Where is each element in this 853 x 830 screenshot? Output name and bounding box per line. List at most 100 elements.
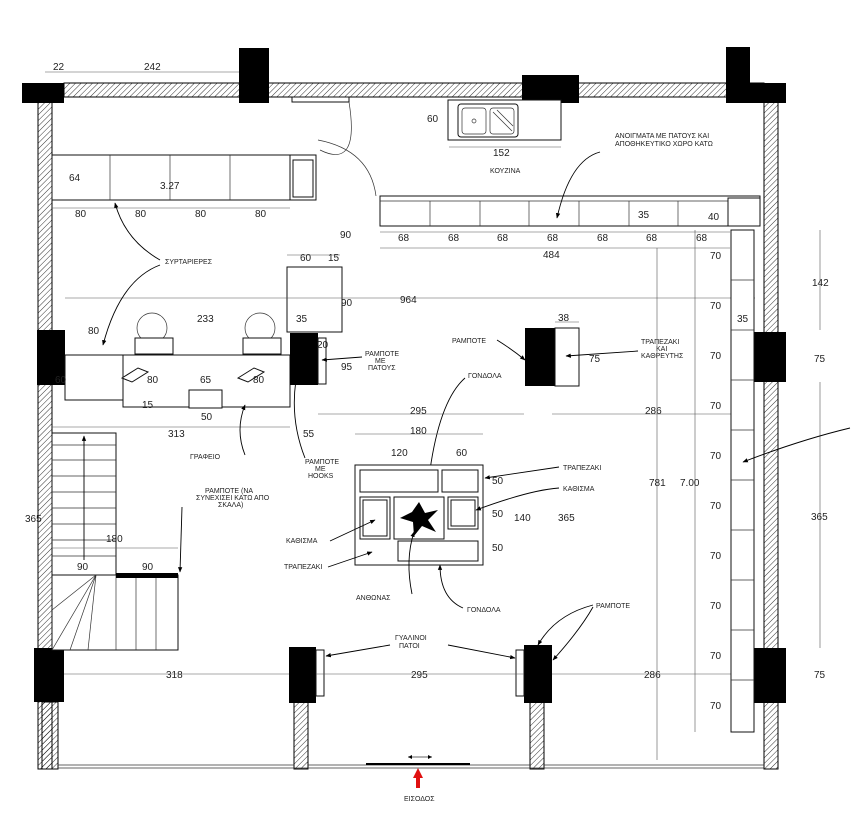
cabinet-center: 60 15 90 [286, 253, 353, 333]
dim-68-4: 68 [547, 233, 559, 244]
dim-781: 781 [649, 478, 666, 489]
dim-40-k: 40 [708, 212, 720, 223]
dim-964: 964 [400, 295, 417, 306]
right-shelving: 70 70 70 70 70 70 70 70 70 70 35 781 7.0… [649, 229, 851, 760]
dim-80-desk: 80 [88, 326, 100, 337]
dim-75-ramp: 75 [589, 354, 601, 365]
dim-65: 65 [200, 375, 212, 386]
dim-60-c: 60 [300, 253, 312, 264]
dim-75-r2: 75 [814, 670, 826, 681]
gondola: 180 120 60 50 50 50 140 365 ΤΡΑΠΕΖΑΚΙ ΚΑ… [284, 426, 601, 614]
entrance: ΕΙΣΟΔΟΣ [366, 755, 470, 803]
dim-90-door: 90 [340, 230, 352, 241]
dim-327: 3.27 [160, 181, 180, 192]
label-rampote-bottom: ΡΑΜΠΟΤΕ [596, 603, 630, 610]
dim-70-9: 70 [710, 651, 722, 662]
label-trapezaki-kath-1: ΤΡΑΠΕΖΑΚΙ [641, 339, 679, 346]
dim-55: 55 [303, 429, 315, 440]
dim-90-c: 90 [341, 298, 353, 309]
dim-95: 95 [341, 362, 353, 373]
dim-68-1: 68 [398, 233, 410, 244]
label-gondola-top: ΓΟΝΔΟΛΑ [468, 373, 502, 380]
label-kouzina: ΚΟΥΖΙΝΑ [490, 168, 521, 175]
dim-50-a: 50 [492, 476, 504, 487]
dim-35-desk: 35 [296, 314, 308, 325]
dim-80-2: 80 [135, 209, 147, 220]
dim-142: 142 [812, 278, 829, 289]
dim-365-c: 365 [558, 513, 575, 524]
label-trapezaki-kath-2: ΚΑΙ [656, 346, 667, 353]
label-rampote-stair-3: ΣΚΑΛΑ) [218, 502, 243, 509]
dim-70-6: 70 [710, 501, 722, 512]
dim-35-r: 35 [737, 314, 749, 325]
label-glass-2: ΠΑΤΟΙ [399, 643, 420, 650]
dim-180-g: 180 [410, 426, 427, 437]
label-trapezaki-r: ΤΡΑΠΕΖΑΚΙ [563, 465, 601, 472]
dim-50-b: 50 [492, 509, 504, 520]
dim-64: 64 [69, 173, 81, 184]
dim-68-7: 68 [696, 233, 708, 244]
bottom-fixtures: ΓΥΑΛΙΝΟΙ ΠΑΤΟΙ ΡΑΜΠΟΤΕ 318 295 286 [64, 603, 754, 697]
dim-68-5: 68 [597, 233, 609, 244]
dim-313: 313 [168, 429, 185, 440]
dim-15-c: 15 [328, 253, 340, 264]
dim-75-r1: 75 [814, 354, 826, 365]
dim-70-7: 70 [710, 551, 722, 562]
dim-80-4: 80 [255, 209, 267, 220]
drawers-left: 64 3.27 80 80 80 80 90 [51, 154, 352, 241]
dim-90-s1: 90 [77, 562, 89, 573]
dim-38: 38 [558, 313, 570, 324]
dim-318: 318 [166, 670, 183, 681]
dim-80-a: 80 [147, 375, 159, 386]
rampote-mirror: 38 75 ΡΑΜΠΟΤΕ ΤΡΑΠΕΖΑΚΙ ΚΑΙ ΚΑΘΡΕΥΤΗΣ [452, 313, 684, 387]
label-gondola-bottom: ΓΟΝΔΟΛΑ [467, 607, 501, 614]
label-rampote-hooks-3: HOOKS [308, 473, 334, 480]
dim-80-b: 80 [253, 375, 265, 386]
dim-22: 22 [53, 62, 65, 73]
label-grafeio: ΓΡΑΦΕΙΟ [190, 454, 221, 461]
dim-68-3: 68 [497, 233, 509, 244]
label-trapezaki-kath-3: ΚΑΘΡΕΥΤΗΣ [641, 353, 684, 360]
label-openings-2: ΑΠΟΘΗΚΕΥΤΙΚΟ ΧΩΡΟ ΚΑΤΩ [615, 141, 713, 148]
dim-60-sink: 60 [427, 114, 439, 125]
dim-80-3: 80 [195, 209, 207, 220]
label-openings-1: ΑΝΟΙΓΜΑΤΑ ΜΕ ΠΑΤΟΥΣ ΚΑΙ [615, 133, 709, 140]
dim-233: 233 [197, 314, 214, 325]
dim-70-4: 70 [710, 401, 722, 412]
dim-68-2: 68 [448, 233, 460, 244]
label-rampote-patous-2: ΜΕ [375, 358, 386, 365]
dim-70-3: 70 [710, 351, 722, 362]
dim-80-1: 80 [75, 209, 87, 220]
dim-120: 120 [391, 448, 408, 459]
dim-140: 140 [514, 513, 531, 524]
dim-15-desk: 15 [142, 400, 154, 411]
label-rampote-stair-2: ΣΥΝΕΧΙΣΕΙ ΚΑΤΩ ΑΠΟ [196, 495, 270, 502]
dim-180-s: 180 [106, 534, 123, 545]
stairs: 180 90 90 365 ΡΑΜΠΟΤΕ (ΝΑ ΣΥΝΕΧΙΣΕΙ ΚΑΤΩ… [25, 432, 270, 651]
desk: 80 233 35 20 95 60 80 65 80 15 50 313 55… [52, 202, 399, 480]
entrance-arrow-icon [413, 768, 423, 788]
dim-286-mid: 286 [645, 406, 662, 417]
label-rampote-patous-3: ΠΑΤΟΥΣ [368, 365, 396, 372]
dim-70-2: 70 [710, 301, 722, 312]
dim-70-10: 70 [710, 701, 722, 712]
dim-60-desk: 60 [55, 375, 67, 386]
dim-242: 242 [144, 62, 161, 73]
label-glass-1: ΓΥΑΛΙΝΟΙ [395, 635, 427, 642]
dim-68-6: 68 [646, 233, 658, 244]
label-rampote-patous-1: ΡΑΜΠΟΤΕ [365, 351, 399, 358]
label-anthonas: ΑΝΘΩΝΑΣ [356, 595, 391, 602]
dim-70-1: 70 [710, 251, 722, 262]
dim-152: 152 [493, 148, 510, 159]
kitchen-cabinets: 35 40 68 68 68 68 68 68 68 40 484 ΑΝΟΙΓΜ… [379, 133, 761, 261]
dim-700: 7.00 [680, 478, 700, 489]
label-rampote-stair-1: ΡΑΜΠΟΤΕ (ΝΑ [205, 488, 253, 495]
dim-484: 484 [543, 250, 560, 261]
label-rampote-r: ΡΑΜΠΟΤΕ [452, 338, 486, 345]
dim-295-b: 295 [411, 670, 428, 681]
dim-70-5: 70 [710, 451, 722, 462]
dim-295-mid: 295 [410, 406, 427, 417]
dim-35-k: 35 [638, 210, 650, 221]
label-trapezaki-l: ΤΡΑΠΕΖΑΚΙ [284, 564, 322, 571]
